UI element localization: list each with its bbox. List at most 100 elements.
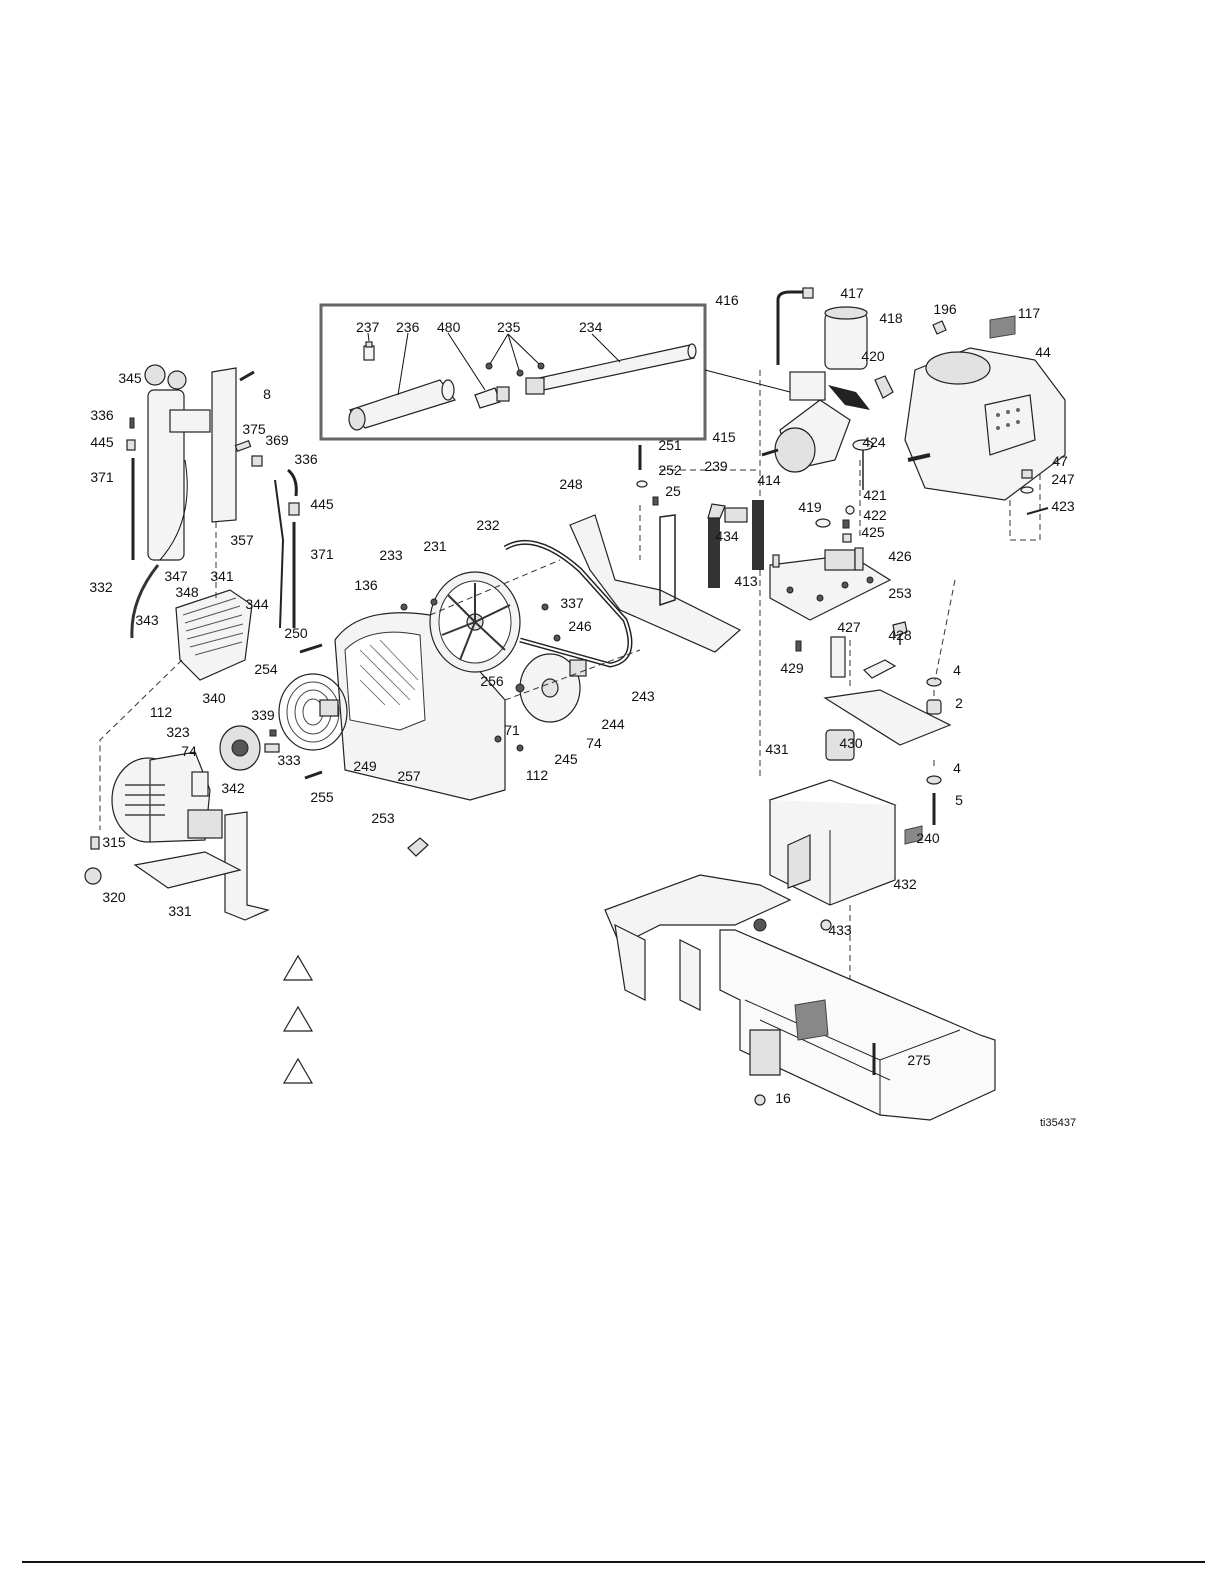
callout-431: 431 (765, 741, 789, 757)
callout-417: 417 (840, 285, 864, 301)
callout-2: 2 (955, 695, 963, 711)
callout-333: 333 (277, 752, 301, 768)
part-235-screws (485, 362, 545, 377)
callout-424: 424 (862, 434, 886, 450)
callout-340: 340 (202, 690, 226, 706)
callout-245: 245 (554, 751, 578, 767)
warning-triangle-1 (282, 954, 314, 981)
manifold-426 (769, 547, 892, 621)
callout-336: 336 (90, 407, 114, 423)
left-assembly (84, 364, 300, 921)
callout-371: 371 (90, 469, 114, 485)
callout-414: 414 (757, 472, 781, 488)
inset-label-480: 480 (437, 319, 461, 335)
callout-74: 74 (586, 735, 602, 751)
warning-triangle-2 (282, 1005, 314, 1032)
callout-343: 343 (135, 612, 159, 628)
callout-112: 112 (526, 767, 549, 783)
callout-244: 244 (601, 716, 625, 732)
callout-252: 252 (658, 462, 682, 478)
callout-323: 323 (166, 724, 190, 740)
callout-336: 336 (294, 451, 318, 467)
callout-332: 332 (89, 579, 113, 595)
callout-232: 232 (476, 517, 500, 533)
frame (604, 874, 996, 1121)
callout-275: 275 (907, 1052, 931, 1068)
callout-5: 5 (955, 792, 963, 808)
callout-240: 240 (916, 830, 940, 846)
callout-74: 74 (181, 743, 197, 759)
inset-label-236: 236 (396, 319, 420, 335)
callout-233: 233 (379, 547, 403, 563)
callout-445: 445 (310, 496, 334, 512)
callout-136: 136 (354, 577, 378, 593)
callout-231: 231 (423, 538, 447, 554)
callout-434: 434 (715, 528, 739, 544)
callout-256: 256 (480, 673, 504, 689)
pump-assembly (707, 287, 956, 1060)
callout-342: 342 (221, 780, 245, 796)
callout-196: 196 (933, 301, 957, 317)
flywheel-231 (429, 571, 521, 673)
callout-348: 348 (175, 584, 199, 600)
inset-label-237: 237 (356, 319, 380, 335)
part-234-shaft (525, 343, 697, 395)
callout-428: 428 (888, 627, 912, 643)
callout-421: 421 (863, 487, 887, 503)
callout-320: 320 (102, 889, 126, 905)
inset-label-235: 235 (497, 319, 521, 335)
callout-341: 341 (210, 568, 234, 584)
callout-427: 427 (837, 619, 861, 635)
callout-422: 422 (863, 507, 887, 523)
callout-416: 416 (715, 292, 739, 308)
part-236-tube (348, 379, 456, 431)
callout-369: 369 (265, 432, 289, 448)
callout-248: 248 (559, 476, 583, 492)
callout-415: 415 (712, 429, 736, 445)
callout-8: 8 (263, 386, 271, 402)
callout-47: 47 (1052, 453, 1068, 469)
callout-375: 375 (242, 421, 266, 437)
callout-429: 429 (780, 660, 804, 676)
callout-425: 425 (861, 524, 885, 540)
callout-331: 331 (168, 903, 192, 919)
callout-4: 4 (953, 760, 961, 776)
tank-431-432 (768, 779, 897, 906)
callout-250: 250 (284, 625, 308, 641)
callout-112: 112 (150, 704, 173, 720)
callout-239: 239 (704, 458, 728, 474)
callout-4: 4 (953, 662, 961, 678)
callout-117: 117 (1018, 305, 1041, 321)
inset-label-234: 234 (579, 319, 603, 335)
callout-246: 246 (568, 618, 592, 634)
callout-249: 249 (353, 758, 377, 774)
callout-445: 445 (90, 434, 114, 450)
callout-357: 357 (230, 532, 254, 548)
part-480-coupler (474, 386, 510, 409)
pump-415 (761, 371, 851, 473)
callout-345: 345 (118, 370, 142, 386)
callout-253: 253 (888, 585, 912, 601)
callout-339: 339 (251, 707, 275, 723)
callout-432: 432 (893, 876, 917, 892)
callout-337: 337 (560, 595, 584, 611)
callout-251: 251 (658, 437, 682, 453)
callout-257: 257 (397, 768, 421, 784)
warning-triangle-3 (282, 1057, 314, 1084)
callout-25: 25 (665, 483, 681, 499)
callout-371: 371 (310, 546, 334, 562)
footer-rule (22, 1561, 1205, 1563)
callout-255: 255 (310, 789, 334, 805)
belt-guard-assembly (278, 445, 760, 857)
callout-16: 16 (775, 1090, 791, 1106)
callout-423: 423 (1051, 498, 1075, 514)
engine-44 (904, 315, 1066, 541)
callout-420: 420 (861, 348, 885, 364)
callout-347: 347 (164, 568, 188, 584)
callout-413: 413 (734, 573, 758, 589)
inset-detail (319, 303, 791, 441)
callout-430: 430 (839, 735, 863, 751)
callout-247: 247 (1051, 471, 1075, 487)
